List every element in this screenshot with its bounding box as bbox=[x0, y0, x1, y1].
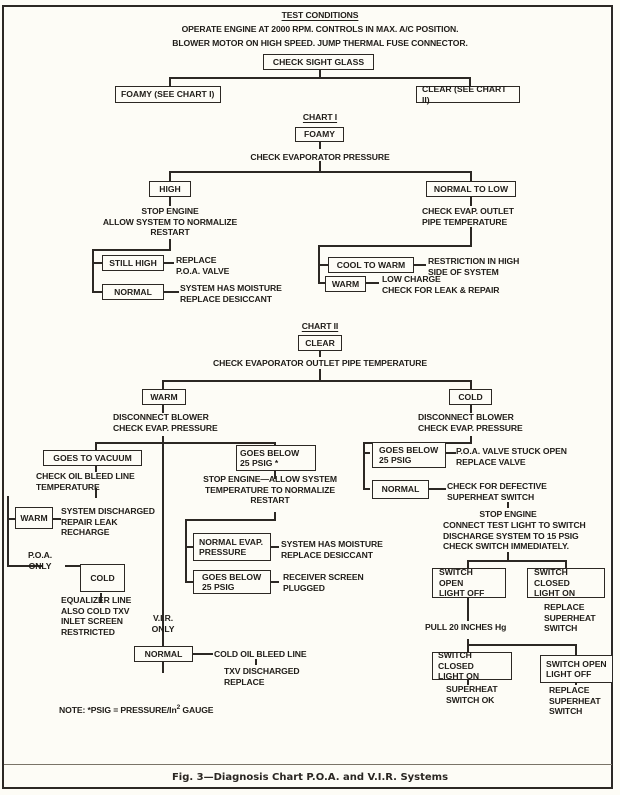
vacuum-warm-result: SYSTEM DISCHARGED REPAIR LEAK RECHARGE bbox=[61, 506, 155, 537]
cold-goes-below-25-psig-box: GOES BELOW 25 PSIG bbox=[372, 442, 446, 468]
chart-1-normal-result: SYSTEM HAS MOISTURE REPLACE DESICCANT bbox=[180, 283, 282, 304]
pull-switch-closed-light-on-box: SWITCH CLOSED LIGHT ON bbox=[432, 650, 512, 681]
vir-normal-box: NORMAL bbox=[134, 646, 193, 662]
psig-note-suffix: GAUGE bbox=[180, 705, 214, 715]
chart-1-normal-box: NORMAL bbox=[102, 284, 164, 300]
chart-1-warm-result: LOW CHARGE CHECK FOR LEAK & REPAIR bbox=[382, 274, 500, 295]
pull-20-inches-hg-text: PULL 20 INCHES Hg bbox=[425, 622, 507, 632]
vir-normal-result: COLD OIL BLEED LINE bbox=[214, 649, 307, 659]
poa-valve-stuck-open-result: P.O.A. VALVE STUCK OPEN REPLACE VALVE bbox=[456, 446, 567, 467]
connect-test-light-text: CONNECT TEST LIGHT TO SWITCH DISCHARGE S… bbox=[443, 520, 586, 551]
chart-1-heading: CHART I bbox=[302, 112, 338, 122]
chart-2-cold-action: DISCONNECT BLOWER CHECK EVAP. PRESSURE bbox=[418, 412, 523, 433]
goes-below-25-psig-box: GOES BELOW 25 PSIG * bbox=[236, 445, 316, 471]
chart-2-warm-action: DISCONNECT BLOWER CHECK EVAP. PRESSURE bbox=[113, 412, 218, 433]
normal-to-low-action-text: CHECK EVAP. OUTLET PIPE TEMPERATURE bbox=[422, 206, 514, 227]
chart-2-cold-box: COLD bbox=[449, 389, 492, 405]
stop-engine-text: STOP ENGINE bbox=[479, 509, 537, 519]
chart-2-warm-box: WARM bbox=[142, 389, 186, 405]
chart-1-check-evap-pressure: CHECK EVAPORATOR PRESSURE bbox=[250, 152, 390, 162]
figure-caption: Fig. 3—Diagnosis Chart P.O.A. and V.I.R.… bbox=[171, 772, 449, 783]
psig-note-superscript: 2 bbox=[176, 704, 181, 712]
caption-divider bbox=[4, 764, 612, 765]
poa-only-label: P.O.A. ONLY bbox=[27, 550, 53, 571]
test-conditions-heading: TEST CONDITIONS bbox=[281, 10, 359, 20]
vacuum-action-text: CHECK OIL BLEED LINE TEMPERATURE bbox=[36, 471, 135, 492]
cool-to-warm-result: RESTRICTION IN HIGH SIDE OF SYSTEM bbox=[428, 256, 520, 277]
check-sight-glass-box: CHECK SIGHT GLASS bbox=[263, 54, 374, 70]
chart-2-check-outlet-temp: CHECK EVAPORATOR OUTLET PIPE TEMPERATURE bbox=[212, 358, 428, 368]
psig-note-prefix: NOTE: *PSIG = PRESSURE/In bbox=[59, 705, 177, 715]
chart-2-heading: CHART II bbox=[301, 321, 339, 331]
normal-evap-result: SYSTEM HAS MOISTURE REPLACE DESICCANT bbox=[281, 539, 383, 560]
test-conditions-line-1: OPERATE ENGINE AT 2000 RPM. CONTROLS IN … bbox=[181, 24, 459, 34]
switch-open-light-off-box: SWITCH OPEN LIGHT OFF bbox=[432, 567, 506, 598]
high-box: HIGH bbox=[149, 181, 191, 197]
chart-1-foamy-box: FOAMY bbox=[295, 127, 344, 142]
goes-to-vacuum-box: GOES TO VACUUM bbox=[43, 450, 142, 466]
check-superheat-switch-result: CHECK FOR DEFECTIVE SUPERHEAT SWITCH bbox=[447, 481, 547, 502]
switch-closed-result: REPLACE SUPERHEAT SWITCH bbox=[544, 602, 596, 633]
chart-1-warm-box: WARM bbox=[325, 276, 366, 292]
cold-normal-box: NORMAL bbox=[372, 480, 429, 499]
vir-only-label: V.I.R. ONLY bbox=[151, 613, 175, 634]
chart-2-clear-box: CLEAR bbox=[298, 335, 342, 351]
vir-normal-result-2: TXV DISCHARGED REPLACE bbox=[224, 666, 300, 687]
psig-note: NOTE: *PSIG = PRESSURE/In2 GAUGE bbox=[59, 704, 214, 716]
cool-to-warm-box: COOL TO WARM bbox=[328, 257, 414, 273]
high-action-text: STOP ENGINE ALLOW SYSTEM TO NORMALIZE RE… bbox=[102, 206, 238, 237]
below-25-result: RECEIVER SCREEN PLUGGED bbox=[283, 572, 364, 593]
vacuum-cold-box: COLD bbox=[80, 564, 125, 592]
still-high-box: STILL HIGH bbox=[102, 255, 164, 271]
switch-closed-light-on-box: SWITCH CLOSED LIGHT ON bbox=[527, 567, 605, 598]
goes-below-25-psig-box-2: GOES BELOW 25 PSIG bbox=[193, 570, 271, 594]
vacuum-warm-box: WARM bbox=[15, 507, 53, 529]
figure-frame bbox=[2, 5, 613, 789]
pull-switch-open-light-off-box: SWITCH OPEN LIGHT OFF bbox=[540, 655, 613, 683]
normal-evap-pressure-box: NORMAL EVAP. PRESSURE bbox=[193, 533, 271, 561]
foamy-see-chart-1-box: FOAMY (SEE CHART I) bbox=[115, 86, 221, 103]
vacuum-cold-result: EQUALIZER LINE ALSO COLD TXV INLET SCREE… bbox=[61, 595, 132, 637]
still-high-result: REPLACE P.O.A. VALVE bbox=[176, 255, 230, 276]
clear-see-chart-2-box: CLEAR (SEE CHART II) bbox=[416, 84, 520, 105]
pull-switch-open-result: REPLACE SUPERHEAT SWITCH bbox=[549, 685, 601, 716]
normal-to-low-box: NORMAL TO LOW bbox=[426, 181, 516, 197]
below-25-action-text: STOP ENGINE—ALLOW SYSTEM TEMPERATURE TO … bbox=[203, 474, 337, 505]
superheat-switch-ok-result: SUPERHEAT SWITCH OK bbox=[446, 684, 498, 705]
test-conditions-line-2: BLOWER MOTOR ON HIGH SPEED. JUMP THERMAL… bbox=[172, 38, 468, 48]
